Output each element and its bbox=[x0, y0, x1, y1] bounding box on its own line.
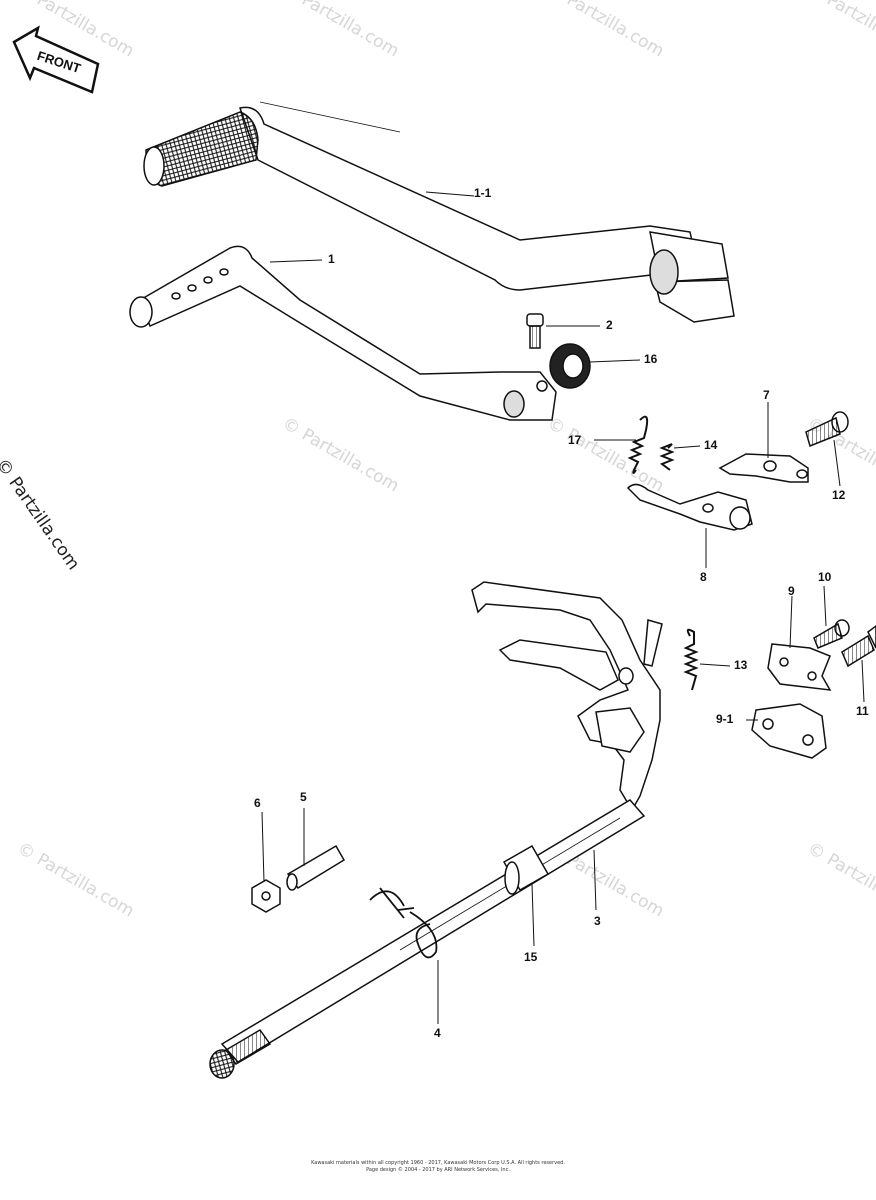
callout-12: 12 bbox=[832, 488, 846, 502]
callout-16: 16 bbox=[644, 352, 658, 366]
callout-3: 3 bbox=[594, 914, 601, 928]
callout-10: 10 bbox=[818, 570, 832, 584]
part-2-bolt bbox=[526, 313, 544, 349]
part-9-1-plate bbox=[751, 703, 827, 759]
part-4-spring-clip bbox=[369, 887, 438, 959]
gear-change-lever bbox=[471, 581, 663, 812]
callout-6: 6 bbox=[254, 796, 261, 810]
part-6-nut bbox=[251, 879, 281, 913]
part-1-1-kick-pedal bbox=[143, 101, 735, 323]
callout-1-1: 1-1 bbox=[474, 186, 492, 200]
footer-page-design: Page design © 2004 - 2017 by ARI Network… bbox=[366, 1167, 510, 1173]
part-8-arm bbox=[626, 483, 753, 531]
callout-5: 5 bbox=[300, 790, 307, 804]
part-7-plate bbox=[718, 453, 809, 483]
front-arrow-icon bbox=[12, 25, 100, 94]
part-3-shaft bbox=[209, 799, 646, 1079]
part-1-kick-pedal bbox=[129, 245, 557, 421]
part-13-spring bbox=[683, 628, 699, 691]
part-11-bolt bbox=[841, 625, 876, 668]
callout-8: 8 bbox=[700, 570, 707, 584]
part-17-spring bbox=[627, 415, 649, 474]
callout-9-1: 9-1 bbox=[716, 712, 734, 726]
part-15-collar bbox=[502, 844, 550, 895]
callout-7: 7 bbox=[763, 388, 770, 402]
part-14-spring bbox=[659, 443, 675, 471]
part-16-oil-seal bbox=[549, 343, 591, 389]
footer-copyright: Kawasaki materials within all copyright … bbox=[311, 1160, 565, 1166]
part-12-bolt bbox=[805, 411, 849, 448]
part-10-bolt bbox=[813, 619, 850, 649]
callout-11: 11 bbox=[856, 704, 869, 718]
callout-4: 4 bbox=[434, 1026, 441, 1040]
callout-9: 9 bbox=[788, 584, 795, 598]
callout-2: 2 bbox=[606, 318, 613, 332]
part-5-pin bbox=[286, 844, 346, 891]
leader-lines bbox=[261, 191, 865, 1024]
part-9-plate bbox=[767, 643, 832, 691]
callout-1: 1 bbox=[328, 252, 335, 266]
callout-17: 17 bbox=[568, 433, 582, 447]
callout-13: 13 bbox=[734, 658, 748, 672]
callout-15: 15 bbox=[524, 950, 538, 964]
callout-14: 14 bbox=[704, 438, 718, 452]
